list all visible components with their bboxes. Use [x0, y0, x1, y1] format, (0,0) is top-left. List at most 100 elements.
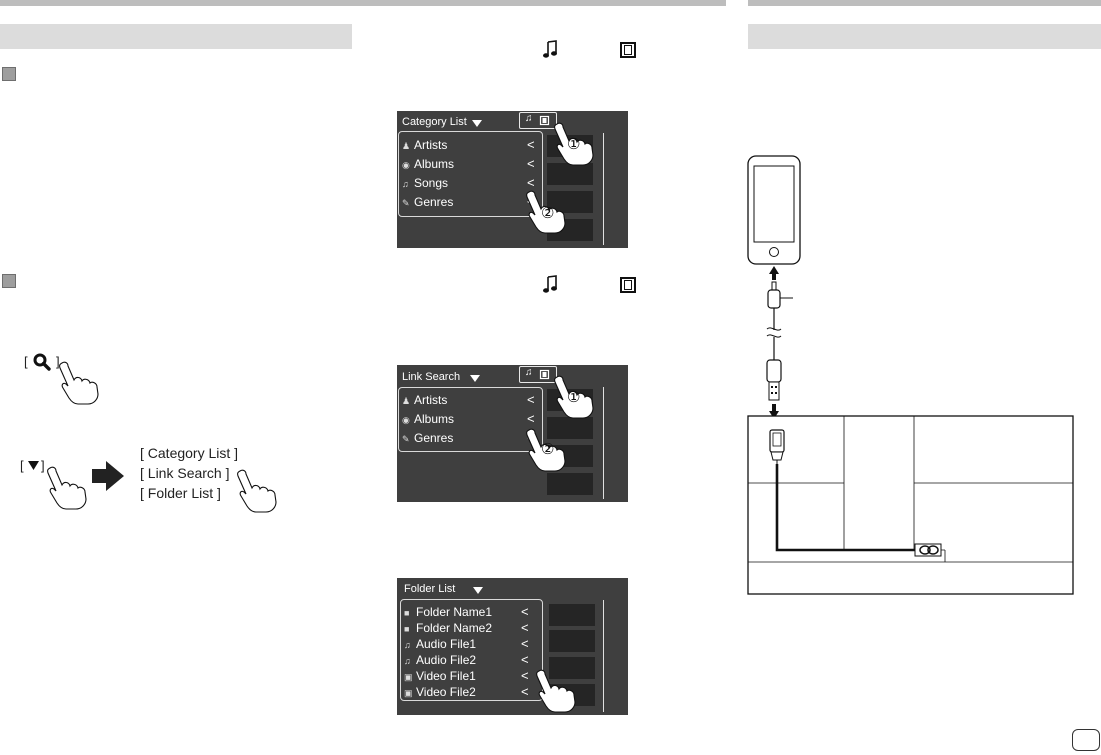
screen-title[interactable]: Category List — [402, 116, 467, 128]
subsection-marker — [2, 274, 16, 288]
smartphone-icon — [747, 155, 801, 265]
page-badge — [1072, 729, 1100, 751]
folder-list-screen: Folder List ■Folder Name1 ■Folder Name2 … — [397, 578, 628, 715]
chevron-left-icon: < — [527, 411, 535, 426]
film-icon — [620, 277, 636, 293]
bracket: [ — [20, 458, 24, 473]
film-icon — [620, 42, 636, 58]
disc-icon: ◉ — [402, 415, 410, 425]
media-toggle[interactable]: ♫ — [519, 112, 557, 129]
audio-file-icon: ♫ — [404, 640, 411, 650]
side-button[interactable] — [547, 417, 593, 439]
film-icon — [539, 369, 550, 380]
list-highlight — [400, 599, 543, 701]
list-item[interactable]: ▣Video File2 — [404, 685, 476, 699]
side-button[interactable] — [547, 191, 593, 213]
chevron-left-icon: < — [527, 392, 535, 407]
option-category-list[interactable]: [ Category List ] — [140, 445, 239, 461]
option-folder-list[interactable]: [ Folder List ] — [140, 485, 221, 501]
option-link-search[interactable]: [ Link Search ] — [140, 465, 230, 481]
list-item[interactable]: ✎Genres — [402, 195, 454, 209]
category-list-screen: Category List ♫ ♟Artists ◉Albums ♫Songs … — [397, 111, 628, 248]
bracket: ] — [41, 458, 45, 473]
callout-1: ① — [567, 389, 581, 406]
side-button[interactable] — [549, 630, 595, 652]
top-rule-right — [748, 0, 1101, 6]
subsection-marker — [2, 67, 16, 81]
music-note-icon — [543, 275, 557, 293]
bracket: [ — [24, 354, 28, 369]
side-button[interactable] — [549, 657, 595, 679]
film-icon — [539, 115, 550, 126]
section-header-bar-left — [0, 24, 352, 49]
audio-file-icon: ♫ — [404, 656, 411, 666]
triangle-down-icon[interactable] — [473, 587, 483, 594]
chevron-left-icon: < — [527, 175, 535, 190]
bracket: ] — [56, 354, 60, 369]
side-button[interactable] — [547, 473, 593, 495]
list-item[interactable]: ♟Artists — [402, 138, 448, 152]
callout-2: ② — [541, 441, 555, 458]
side-button[interactable] — [547, 163, 593, 185]
folder-icon: ■ — [404, 624, 410, 634]
hand-pointer-icon — [536, 669, 576, 713]
person-icon: ♟ — [402, 396, 411, 406]
list-item[interactable]: ♫Audio File2 — [404, 653, 477, 667]
media-toggle[interactable]: ♫ — [519, 366, 557, 383]
disc-icon: ◉ — [402, 160, 410, 170]
scrollbar[interactable] — [603, 133, 604, 245]
screen-title[interactable]: Folder List — [404, 583, 456, 595]
chevron-left-icon: < — [521, 636, 529, 651]
guitar-icon: ✎ — [402, 434, 410, 444]
person-icon: ♟ — [402, 141, 411, 151]
connection-diagram — [747, 155, 1074, 595]
hand-pointer-icon — [554, 375, 594, 419]
hand-pointer-icon — [526, 428, 566, 472]
triangle-down-icon — [28, 461, 39, 470]
screen-title[interactable]: Link Search — [402, 371, 461, 383]
list-options: [ Category List ] [ Link Search ] [ Fold… — [140, 443, 238, 503]
top-rule-left — [0, 0, 726, 6]
video-file-icon: ▣ — [404, 672, 413, 682]
list-highlight — [398, 387, 543, 452]
chevron-left-icon: < — [521, 652, 529, 667]
chevron-left-icon: < — [521, 620, 529, 635]
chevron-left-icon: < — [521, 604, 529, 619]
scrollbar[interactable] — [603, 387, 604, 499]
list-item[interactable]: ◉Albums — [402, 412, 455, 426]
chevron-left-icon: < — [521, 668, 529, 683]
chevron-left-icon: < — [521, 684, 529, 699]
triangle-down-icon[interactable] — [470, 375, 480, 382]
arrow-right-icon — [92, 461, 124, 491]
list-item[interactable]: ◉Albums — [402, 157, 455, 171]
chevron-left-icon: < — [527, 137, 535, 152]
list-item[interactable]: ■Folder Name1 — [404, 605, 493, 619]
hand-pointer-icon — [237, 469, 277, 513]
list-item[interactable]: ♫Songs — [402, 176, 449, 190]
video-file-icon: ▣ — [404, 688, 413, 698]
music-note-icon: ♫ — [402, 179, 409, 189]
music-note-icon: ♫ — [525, 113, 533, 124]
music-note-icon: ♫ — [525, 367, 533, 378]
hand-pointer-icon — [59, 361, 99, 405]
music-note-icon — [543, 40, 557, 58]
guitar-icon: ✎ — [402, 198, 410, 208]
list-item[interactable]: ▣Video File1 — [404, 669, 476, 683]
triangle-down-icon[interactable] — [472, 120, 482, 127]
hand-pointer-icon — [554, 122, 594, 166]
callout-1: ① — [567, 136, 581, 153]
link-search-screen: Link Search ♫ ♟Artists ◉Albums ✎Genres <… — [397, 365, 628, 502]
hand-pointer-icon — [47, 466, 87, 510]
hand-pointer-icon — [526, 190, 566, 234]
folder-icon: ■ — [404, 608, 410, 618]
list-item[interactable]: ♫Audio File1 — [404, 637, 477, 651]
list-item[interactable]: ■Folder Name2 — [404, 621, 493, 635]
side-button[interactable] — [549, 604, 595, 626]
list-item[interactable]: ♟Artists — [402, 393, 448, 407]
list-item[interactable]: ✎Genres — [402, 431, 454, 445]
search-icon — [33, 353, 51, 371]
list-highlight — [398, 131, 543, 217]
callout-2: ② — [541, 205, 555, 222]
scrollbar[interactable] — [603, 600, 604, 712]
section-header-bar-right — [748, 24, 1101, 49]
